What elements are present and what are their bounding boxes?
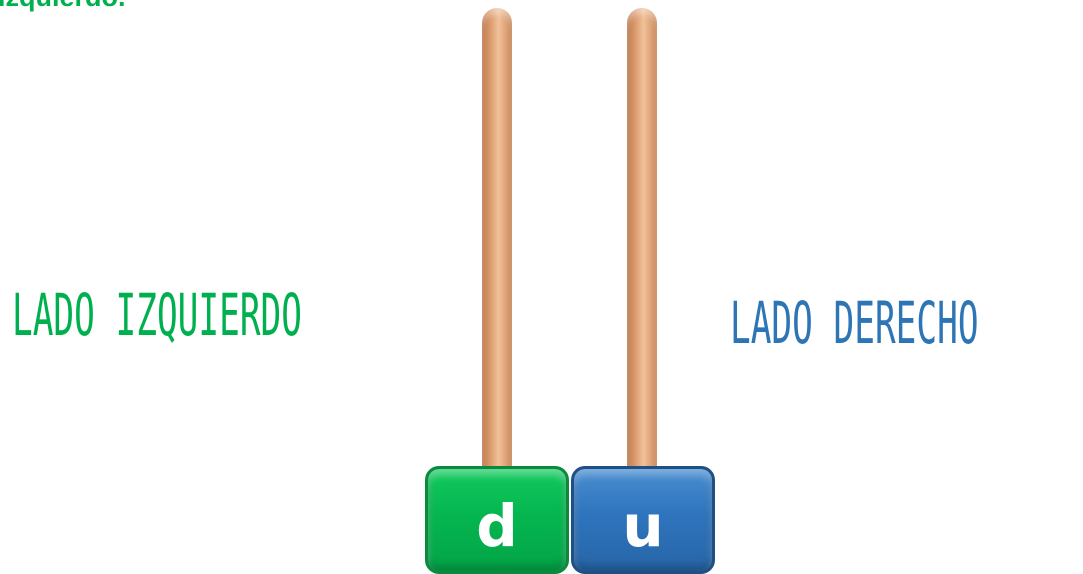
header-text-fragment: izquierdo. (0, 0, 126, 12)
units-letter: u (622, 492, 664, 560)
tens-letter: d (476, 492, 518, 560)
tens-rod (482, 8, 512, 478)
units-block: u (571, 466, 715, 574)
units-rod (627, 8, 657, 478)
right-side-label: LADO DERECHO (730, 291, 979, 358)
left-side-label: LADO IZQUIERDO (12, 283, 302, 350)
tens-block: d (425, 466, 569, 574)
